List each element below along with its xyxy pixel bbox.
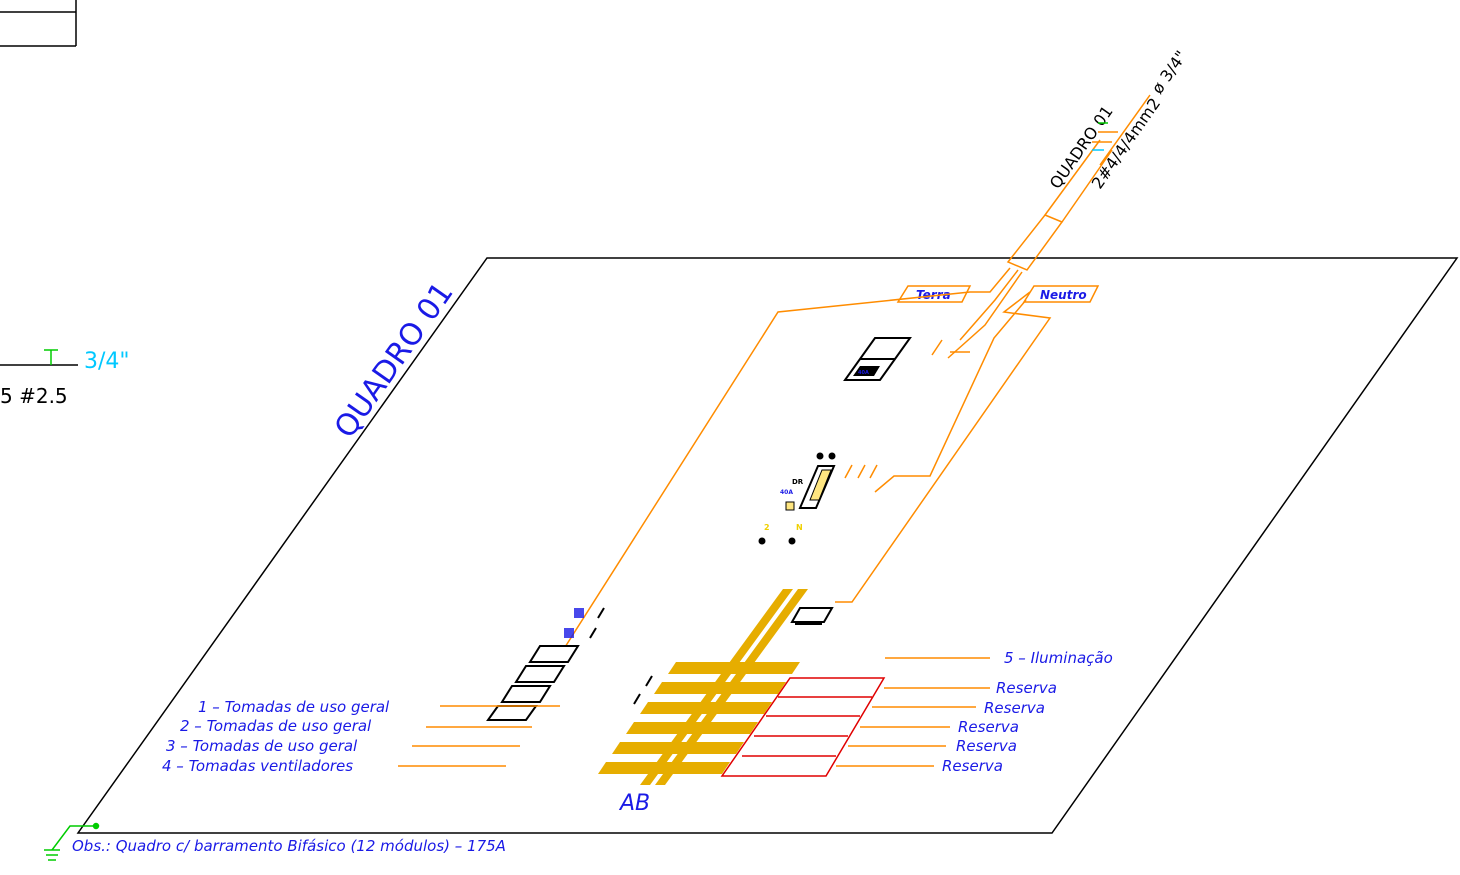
left-conduit-fragment: 3/4" 5 #2.5 <box>0 349 130 408</box>
dr-label: DR <box>792 478 804 486</box>
left-breakers <box>486 607 653 721</box>
main-breaker-rating: 40A <box>858 370 869 376</box>
left-wire-label: 5 #2.5 <box>0 384 68 408</box>
dr-switch-icon: DR 40A 2 N <box>758 452 836 545</box>
left-circuit-leaders <box>398 705 560 767</box>
right-circuit-reserva-1: Reserva <box>996 679 1057 697</box>
panel-note: Obs.: Quadro c/ barramento Bifásico (12 … <box>72 837 506 855</box>
panel-side-title: QUADRO 01 <box>328 276 461 445</box>
right-circuit-5: 5 – Iluminação <box>1004 649 1113 667</box>
left-conduit-label: 3/4" <box>84 349 130 374</box>
main-breaker-icon: 40A <box>843 337 912 381</box>
neutral-wire <box>835 291 1052 603</box>
panel-outline <box>76 257 1459 834</box>
left-circuit-1: 1 – Tomadas de uso geral <box>198 698 390 716</box>
feeder-ground-marker <box>1092 122 1108 151</box>
right-circuit-reserva-4: Reserva <box>956 737 1017 755</box>
right-circuit-reserva-3: Reserva <box>958 718 1019 736</box>
terra-label: Terra <box>916 288 951 302</box>
reserve-breakers <box>720 677 886 777</box>
left-circuit-2: 2 – Tomadas de uso geral <box>180 717 372 735</box>
busbar <box>598 589 808 785</box>
neutro-tag: Neutro <box>1022 285 1100 303</box>
feeder-conduit-lines <box>1006 94 1151 271</box>
right-circuit-reserva-2: Reserva <box>984 699 1045 717</box>
left-circuit-4: 4 – Tomadas ventiladores <box>162 757 353 775</box>
ground-symbol-icon <box>44 822 100 861</box>
ground-wire <box>559 267 1023 656</box>
right-circuit-leaders <box>836 657 990 767</box>
legend-box-fragment <box>0 0 77 47</box>
neutro-label: Neutro <box>1040 288 1087 302</box>
dr-phase-b: N <box>796 523 803 532</box>
terra-tag: Terra <box>896 285 972 303</box>
bus-label: AB <box>618 791 650 816</box>
left-circuit-3: 3 – Tomadas de uso geral <box>166 737 358 755</box>
feeder-conduit: ø 3/4" <box>1148 47 1191 97</box>
dr-rating: 40A <box>780 489 793 496</box>
breaker-icon-bus <box>790 607 834 625</box>
right-circuit-reserva-5: Reserva <box>942 757 1003 775</box>
dr-phase-a: 2 <box>764 523 770 532</box>
